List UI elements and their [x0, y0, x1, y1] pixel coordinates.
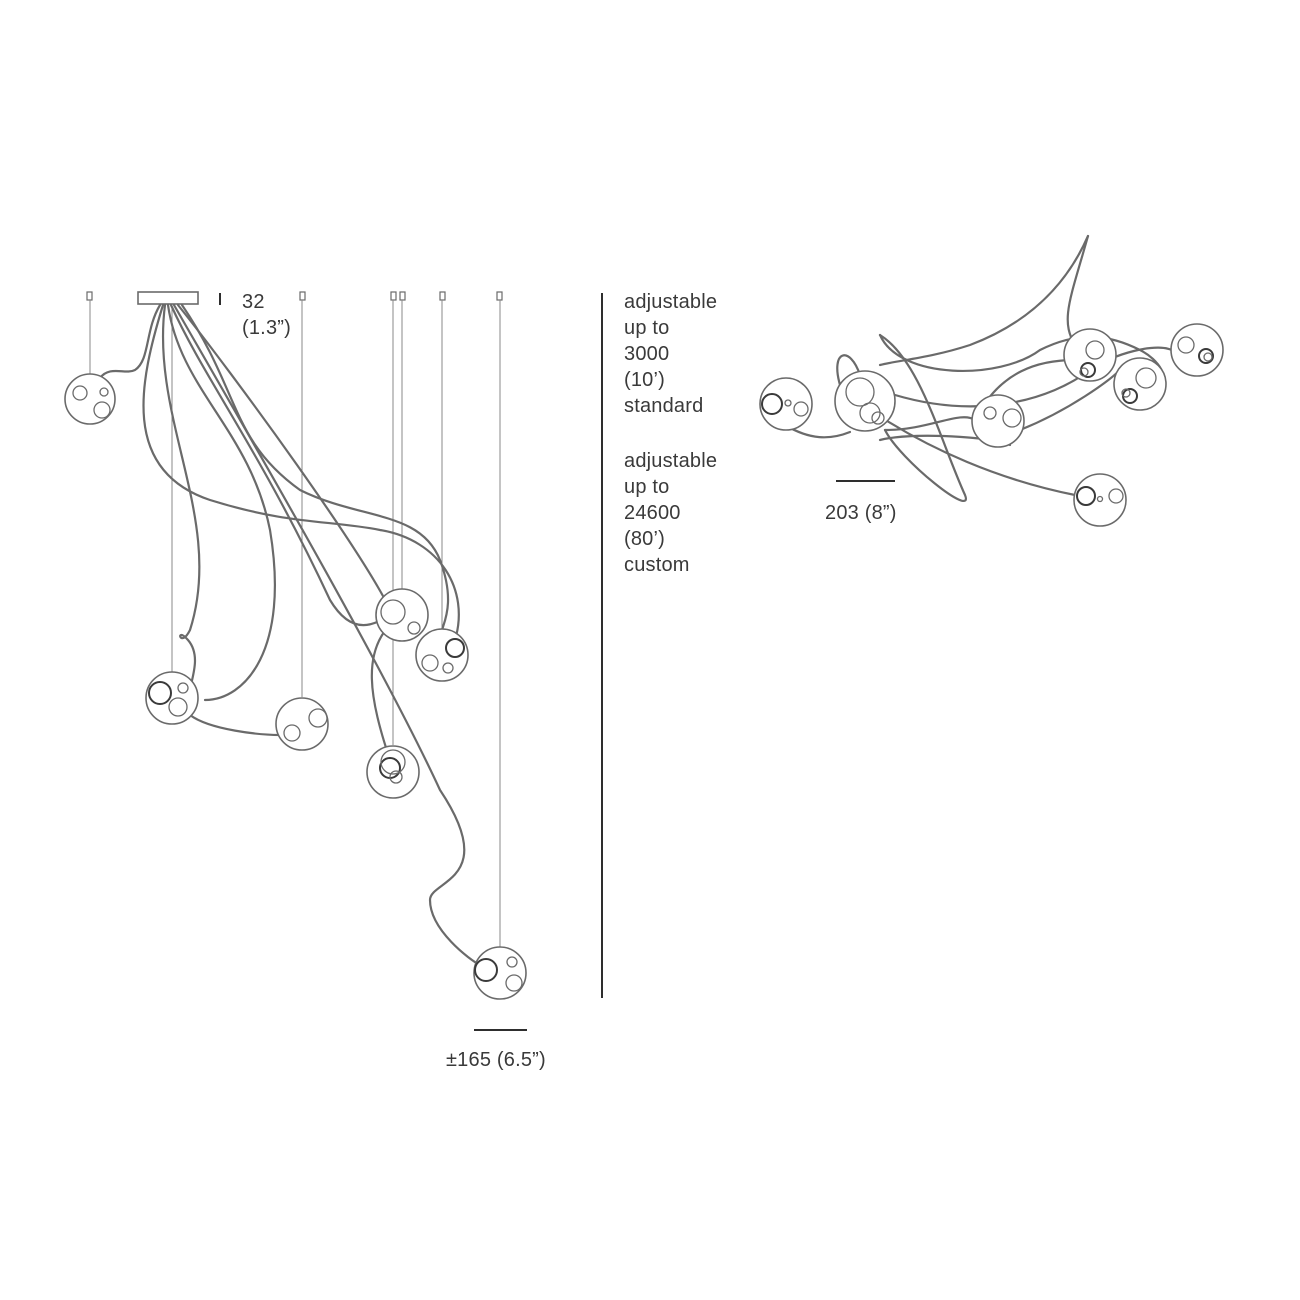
glass-globe: [971, 394, 1025, 448]
plan-globe-diameter-label: 203 (8”): [825, 502, 897, 524]
ceiling-hook: [299, 291, 306, 301]
power-cord: [836, 354, 862, 387]
suspension-wires: [89, 300, 501, 947]
glass-globe: [473, 946, 527, 1000]
power-cords: [98, 303, 482, 967]
standard-length-line4: (10’): [624, 369, 666, 391]
custom-length-line1: adjustable: [624, 450, 718, 472]
canopy: [137, 291, 199, 305]
glass-globe: [64, 373, 116, 425]
glass-globe: [366, 745, 420, 799]
elevation-globe-diameter-label: ±165 (6.5”): [446, 1049, 546, 1071]
glass-globe: [1113, 357, 1167, 411]
custom-length-line2: up to: [624, 476, 670, 498]
plan-view: [759, 234, 1224, 527]
custom-length-line3: 24600: [624, 502, 681, 524]
glass-globe: [1073, 473, 1127, 527]
ceiling-hook: [86, 291, 93, 301]
elevation-view: [64, 291, 603, 1031]
power-cord: [169, 303, 402, 627]
glass-globe: [834, 370, 896, 432]
power-cord: [878, 333, 1165, 387]
custom-length-line5: custom: [624, 554, 690, 576]
standard-length-line2: up to: [624, 317, 670, 339]
custom-length-label: adjustable up to 24600 (80’) custom: [624, 448, 717, 578]
glass-globe: [1170, 323, 1224, 377]
glass-globe: [275, 697, 329, 751]
glass-globe: [1063, 328, 1117, 382]
glass-globe: [759, 377, 813, 431]
power-cord: [98, 303, 162, 380]
custom-length-line4: (80’): [624, 528, 666, 550]
power-cord: [878, 333, 967, 503]
standard-length-line1: adjustable: [624, 291, 718, 313]
ceiling-hook: [496, 291, 503, 301]
standard-length-line3: 3000: [624, 343, 670, 365]
power-cords: [783, 234, 1177, 503]
power-cord: [1018, 368, 1122, 432]
power-cord: [176, 303, 397, 762]
canopy-height-imperial: (1.3”): [242, 317, 291, 339]
power-cord: [878, 234, 1090, 367]
ceiling-hook: [439, 291, 446, 301]
power-cord: [868, 408, 1077, 497]
canopy-height-value: 32: [242, 291, 265, 313]
power-cord: [883, 416, 977, 432]
glass-globe: [375, 588, 429, 642]
power-cord: [166, 303, 276, 702]
power-cord: [1066, 234, 1090, 347]
power-cord: [172, 303, 482, 967]
canopy-height-label: 32 (1.3”): [242, 289, 291, 341]
power-cord: [893, 346, 1177, 408]
glass-globe: [415, 628, 469, 682]
glass-globe: [145, 671, 199, 725]
ceiling-hook: [399, 291, 406, 301]
power-cord: [180, 303, 450, 632]
ceiling-hook: [390, 291, 397, 301]
power-cord: [161, 303, 201, 702]
ceiling-hooks: [86, 291, 503, 301]
standard-length-label: adjustable up to 3000 (10’) standard: [624, 289, 717, 419]
standard-length-line5: standard: [624, 395, 704, 417]
power-cord: [188, 713, 282, 737]
